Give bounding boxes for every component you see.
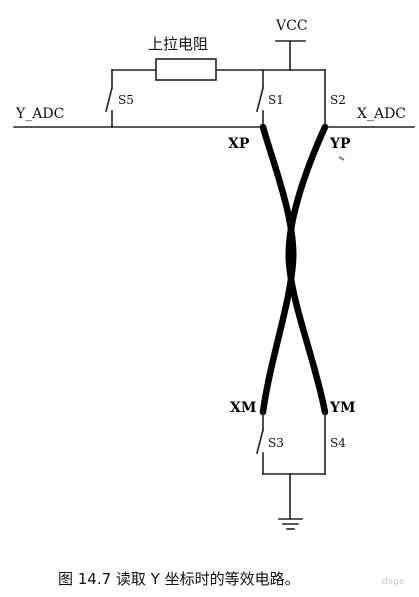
x-resistive-film	[259, 123, 297, 416]
vcc-supply	[275, 40, 306, 71]
red-mark	[338, 156, 345, 161]
s1-label: S1	[268, 93, 284, 107]
xp-label: XP	[228, 136, 250, 152]
yp-label: YP	[329, 136, 351, 152]
switch-s5	[105, 69, 113, 128]
figure-caption: 图 14.7 读取 Y 坐标时的等效电路。	[58, 570, 300, 588]
switch-s1	[256, 69, 264, 128]
pullup-resistor-label: 上拉电阻	[148, 35, 208, 53]
vcc-label: VCC	[275, 18, 308, 34]
s3-label: S3	[268, 436, 284, 450]
y-adc-label: Y_ADC	[15, 106, 64, 122]
ground-icon	[278, 518, 303, 530]
s4-label: S4	[330, 436, 346, 450]
y-resistive-film	[285, 123, 329, 416]
ym-label: YM	[329, 400, 356, 416]
pullup-resistor	[155, 58, 217, 81]
s2-label: S2	[330, 93, 346, 107]
x-adc-label: X_ADC	[357, 106, 406, 122]
switch-s3	[256, 411, 264, 475]
s5-label: S5	[118, 93, 134, 107]
watermark: dage	[382, 577, 405, 587]
xm-label: XM	[230, 400, 256, 416]
